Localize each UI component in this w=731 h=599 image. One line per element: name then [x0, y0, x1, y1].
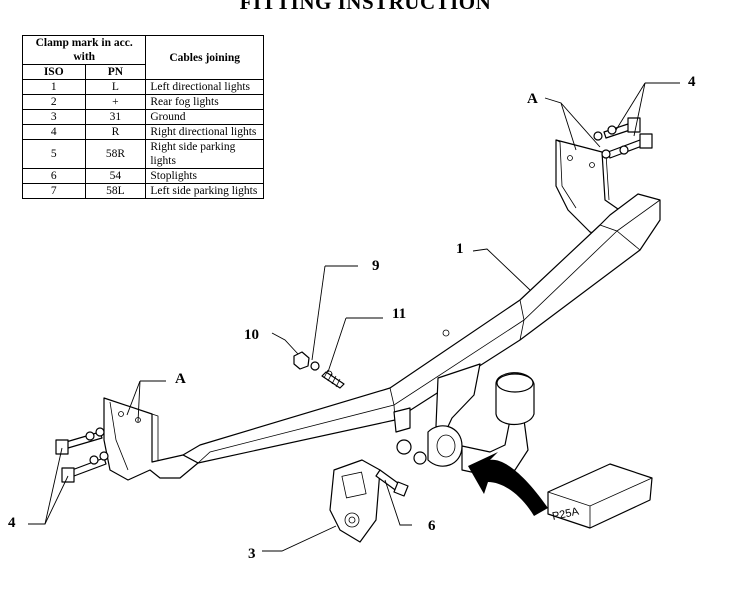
callout-11: 11: [392, 306, 406, 322]
cable-cell: Right side parking lights: [145, 139, 264, 169]
pn-cell: 58L: [84, 183, 147, 199]
callout-9: 9: [372, 258, 380, 274]
tow-ball: [393, 363, 535, 477]
table-row: 3 31 Ground: [22, 109, 264, 125]
insertion-arrow: [468, 452, 548, 516]
main-beam: [182, 193, 661, 464]
callout-1: 1: [456, 241, 464, 257]
package-label: P25A: [551, 505, 580, 522]
table-row: 4 R Right directional lights: [22, 124, 264, 140]
clamp-mark-header: Clamp mark in acc. with: [21, 35, 147, 65]
pn-cell: 54: [84, 168, 147, 184]
table-row: 2 + Rear fog lights: [22, 94, 264, 110]
table-row: 5 58R Right side parking lights: [22, 139, 264, 169]
cable-cell: Left side parking lights: [145, 183, 264, 199]
callout-4-left: 4: [8, 515, 16, 531]
pn-header: PN: [84, 64, 147, 80]
package-box: P25A: [547, 463, 653, 529]
table-row: 6 54 Stoplights: [22, 168, 264, 184]
left-bracket: [103, 397, 199, 481]
nut-washer-spring: [293, 351, 345, 389]
socket-bolt: [375, 469, 409, 497]
leader-lines: [28, 82, 680, 552]
socket-plate: [329, 459, 381, 543]
callout-a-left: A: [175, 371, 186, 387]
page-title: FITTING INSTRUCTION: [239, 0, 492, 14]
callout-3: 3: [248, 546, 256, 562]
table-row: 7 58L Left side parking lights: [22, 183, 264, 199]
pn-cell: 58R: [84, 139, 147, 169]
callout-6: 6: [428, 518, 436, 534]
left-bolts: [55, 427, 109, 483]
right-bolts: [593, 117, 653, 159]
iso-cell: 5: [22, 139, 86, 169]
cable-joining-table: Clamp mark in acc. with Cables joining I…: [21, 35, 264, 199]
callout-4-right: 4: [688, 74, 696, 90]
callout-a-right: A: [527, 91, 538, 107]
callout-10: 10: [244, 327, 259, 343]
cable-cell: Rear fog lights: [145, 94, 264, 110]
